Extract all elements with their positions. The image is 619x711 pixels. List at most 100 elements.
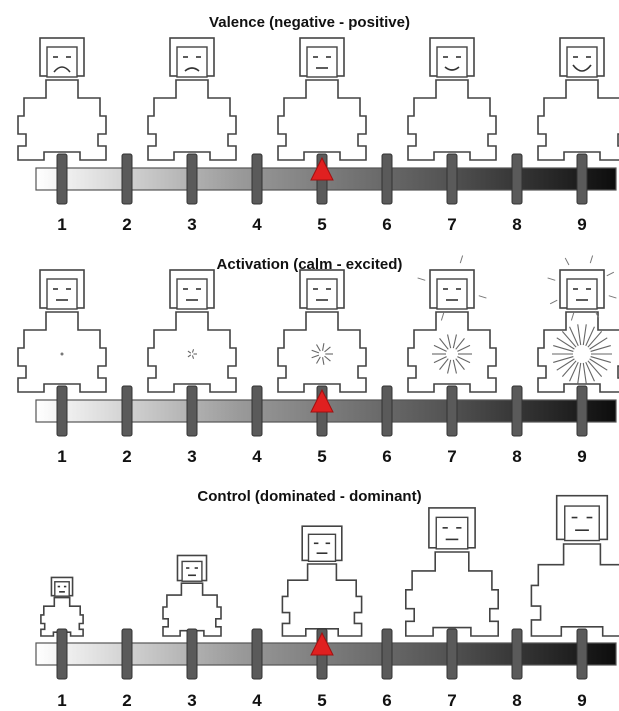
scale-number: 6 <box>382 447 391 466</box>
scale-peg <box>252 386 262 436</box>
scale-number: 7 <box>447 691 456 710</box>
scale-peg <box>382 629 392 679</box>
arousal-spark <box>609 296 617 298</box>
arousal-spark <box>590 256 592 264</box>
sam-figure-5 <box>278 270 366 392</box>
sam-figure-1 <box>18 270 106 392</box>
scale-number: 5 <box>317 447 326 466</box>
sam-figure-7 <box>408 256 496 392</box>
figure-body <box>18 312 106 392</box>
scale-number: 2 <box>122 691 131 710</box>
sam-figure-3 <box>148 270 236 392</box>
scale-peg <box>382 386 392 436</box>
figure-face <box>437 47 467 77</box>
scale-number: 3 <box>187 691 196 710</box>
sam-figure-3 <box>148 38 236 160</box>
figure-face <box>307 279 337 309</box>
scale-number: 6 <box>382 691 391 710</box>
figure-face <box>47 279 77 309</box>
sam-figure-7 <box>408 38 496 160</box>
scale-number: 7 <box>447 447 456 466</box>
figure-face <box>55 582 69 596</box>
figure-body <box>148 312 236 392</box>
scale-peg <box>512 386 522 436</box>
scale-peg <box>187 629 197 679</box>
sam-figure-1 <box>41 577 83 636</box>
arousal-dot <box>61 353 64 356</box>
figure-body <box>278 312 366 392</box>
scale-number: 3 <box>187 215 196 234</box>
scale-number: 2 <box>122 447 131 466</box>
scale-peg <box>252 154 262 204</box>
sam-figure-5 <box>282 526 361 636</box>
scale-peg <box>57 629 67 679</box>
arousal-spark <box>548 278 556 280</box>
figure-face <box>565 506 600 541</box>
arousal-spark <box>479 296 487 298</box>
figure-face <box>567 47 597 77</box>
scale-peg <box>382 154 392 204</box>
scale-peg <box>577 629 587 679</box>
scale-number: 4 <box>252 447 262 466</box>
scale-number: 5 <box>317 691 326 710</box>
scale-peg <box>447 386 457 436</box>
figure-body <box>538 80 619 160</box>
scale-number: 6 <box>382 215 391 234</box>
figure-face <box>567 279 597 309</box>
control-scale: 123456789 <box>36 496 619 710</box>
scale-peg <box>252 629 262 679</box>
scale-number: 9 <box>577 691 586 710</box>
figure-face <box>437 279 467 309</box>
scale-peg <box>512 629 522 679</box>
scale-number: 9 <box>577 215 586 234</box>
scale-peg <box>122 386 132 436</box>
valence-scale: 123456789 <box>18 38 619 234</box>
scale-number: 7 <box>447 215 456 234</box>
figure-face <box>436 517 468 549</box>
sam-figure-7 <box>406 508 498 636</box>
scale-number: 3 <box>187 447 196 466</box>
scale-peg <box>187 386 197 436</box>
figure-body <box>148 80 236 160</box>
figure-face <box>47 47 77 77</box>
figure-face <box>182 561 202 581</box>
sam-figure-9 <box>538 38 619 160</box>
sam-figure-9 <box>538 256 619 392</box>
scale-number: 8 <box>512 691 521 710</box>
scale-number: 2 <box>122 215 131 234</box>
scale-peg <box>512 154 522 204</box>
arousal-spark <box>418 278 426 280</box>
figure-face <box>309 534 336 561</box>
scale-peg <box>447 629 457 679</box>
sam-figure-1 <box>18 38 106 160</box>
scale-peg <box>577 154 587 204</box>
figure-face <box>177 279 207 309</box>
figure-face <box>177 47 207 77</box>
scale-peg <box>447 154 457 204</box>
scale-peg <box>187 154 197 204</box>
scale-number: 4 <box>252 691 262 710</box>
figure-body <box>406 552 498 636</box>
scale-number: 8 <box>512 215 521 234</box>
figure-body <box>278 80 366 160</box>
sam-figure-9 <box>531 496 619 636</box>
scale-number: 1 <box>57 447 66 466</box>
figure-body <box>18 80 106 160</box>
scale-number: 1 <box>57 215 66 234</box>
scale-peg <box>57 386 67 436</box>
figure-body <box>163 583 221 636</box>
figure-body <box>531 544 619 636</box>
sam-figure-5 <box>278 38 366 160</box>
scale-number: 9 <box>577 447 586 466</box>
scale-number: 4 <box>252 215 262 234</box>
figure-body <box>408 80 496 160</box>
sam-figure-3 <box>163 555 221 636</box>
arousal-spark <box>607 272 614 276</box>
scale-peg <box>122 154 132 204</box>
figure-body <box>408 312 496 392</box>
scale-peg <box>577 386 587 436</box>
scale-peg <box>122 629 132 679</box>
figure-face <box>307 47 337 77</box>
